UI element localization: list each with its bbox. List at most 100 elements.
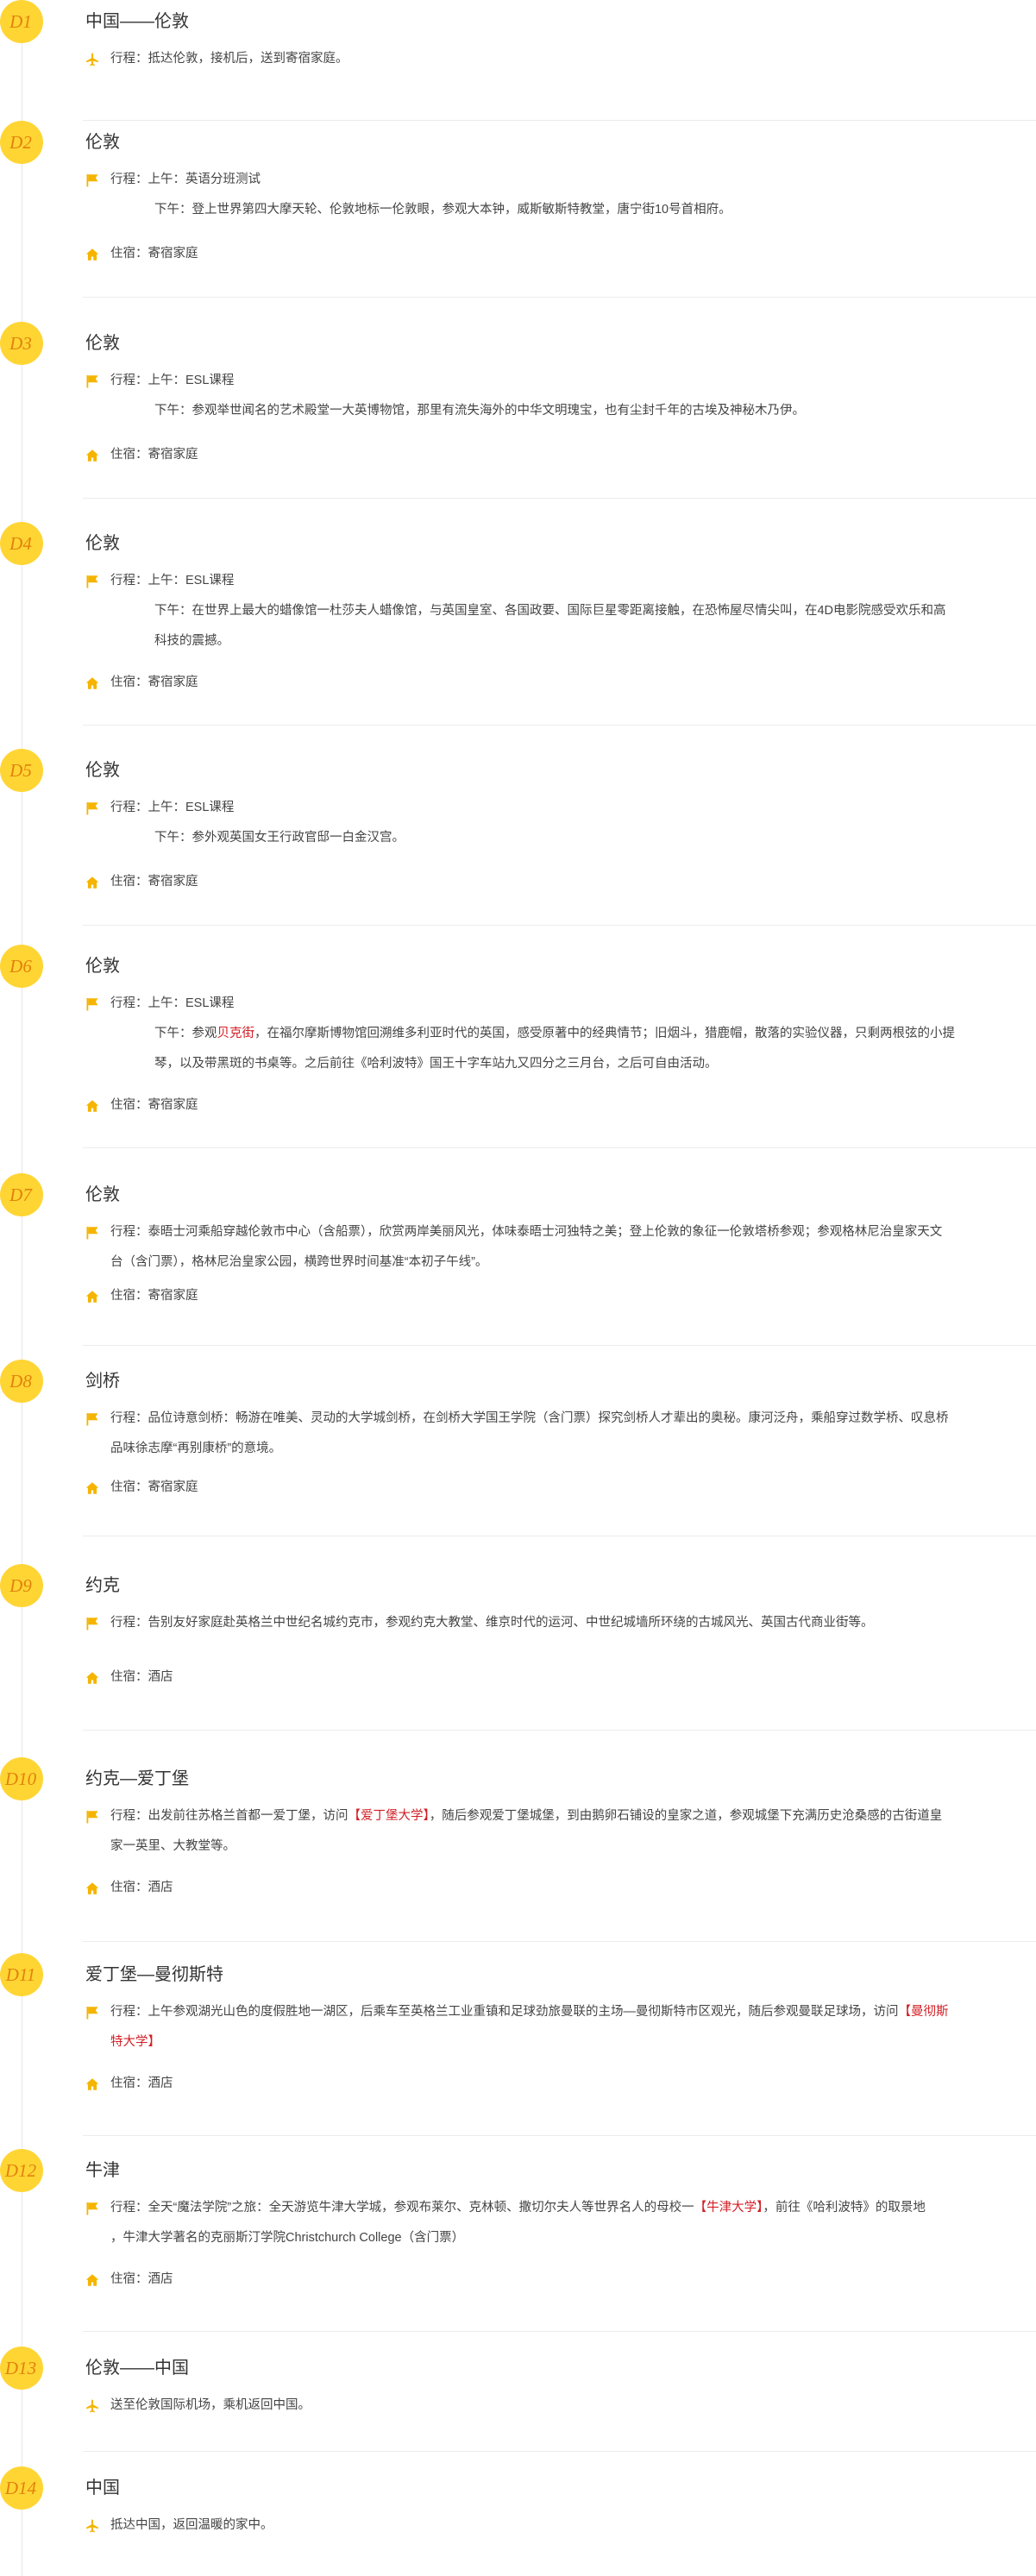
stay-row: 住宿：酒店 <box>85 1873 1036 1903</box>
itinerary-row: 行程：上午：ESL课程下午：参外观英国女王行政官邸一白金汉宫。 <box>85 793 1036 853</box>
house-icon <box>85 1473 101 1503</box>
itinerary-row: 行程：上午：ESL课程下午：参观贝克街，在福尔摩斯博物馆回溯维多利亚时代的英国，… <box>85 989 1036 1079</box>
itinerary-row: 行程：泰晤士河乘船穿越伦敦市中心（含船票），欣赏两岸美丽风光，体味泰晤士河独特之… <box>85 1217 1036 1278</box>
stay-row: 住宿：寄宿家庭 <box>85 867 1036 897</box>
itinerary-text: 行程：抵达伦敦，接机后，送到寄宿家庭。 <box>110 52 348 66</box>
itinerary-afternoon-cont: 科技的震撼。 <box>154 634 229 648</box>
day-badge: D6 <box>0 945 43 988</box>
itinerary-text: 行程：上午：ESL课程 <box>110 374 235 387</box>
plane-icon <box>85 2510 101 2541</box>
day-card: D11 爱丁堡—曼彻斯特 行程：上午参观湖光山色的度假胜地一湖区，后乘车至英格兰… <box>0 1953 1036 2136</box>
itinerary-row: 行程：上午：ESL课程下午：在世界上最大的蜡像馆一杜莎夫人蜡像馆，与英国皇室、各… <box>85 566 1036 657</box>
day-title: 伦敦 <box>85 957 120 976</box>
day-divider <box>83 297 1036 298</box>
day-title: 剑桥 <box>85 1372 120 1391</box>
highlight-link-oxford-university[interactable]: 【牛津大学】 <box>694 2201 763 2215</box>
highlight-link-edinburgh-university[interactable]: 【爱丁堡大学】 <box>348 1809 430 1823</box>
day-title: 伦敦——中国 <box>85 2359 189 2378</box>
itinerary-text: 行程：上午参观湖光山色的度假胜地一湖区，后乘车至英格兰工业重镇和足球劲旅曼联的主… <box>110 2005 949 2019</box>
itinerary-row: 行程：全天“魔法学院”之旅：全天游览牛津大学城，参观布莱尔、克林顿、撒切尔夫人等… <box>85 2193 1036 2253</box>
day-badge: D1 <box>0 0 43 43</box>
day-badge: D7 <box>0 1173 43 1216</box>
day-badge: D11 <box>0 1953 43 1996</box>
highlight-link-manchester-university-cont[interactable]: 特大学】 <box>110 2035 160 2049</box>
house-icon <box>85 668 101 698</box>
house-icon <box>85 440 101 470</box>
itinerary-text-cont: 特大学】 <box>110 2027 1034 2058</box>
itinerary-afternoon: 下午：参观举世闻名的艺术殿堂一大英博物馆，那里有流失海外的中华文明瑰宝，也有尘封… <box>154 404 805 418</box>
day-badge: D12 <box>0 2149 43 2192</box>
itinerary-row: 行程：告别友好家庭赴英格兰中世纪名城约克市，参观约克大教堂、维京时代的运河、中世… <box>85 1608 1036 1638</box>
day-title: 伦敦 <box>85 1185 120 1204</box>
house-icon <box>85 1873 101 1903</box>
day-card: D13 伦敦——中国 送至伦敦国际机场，乘机返回中国。 <box>0 2347 1036 2452</box>
flag-icon <box>85 1997 101 2027</box>
itinerary-text: 行程：告别友好家庭赴英格兰中世纪名城约克市，参观约克大教堂、维京时代的运河、中世… <box>110 1616 874 1630</box>
highlight-link-manchester-university[interactable]: 【曼彻斯 <box>898 2005 949 2019</box>
stay-text: 住宿：酒店 <box>110 1670 173 1684</box>
flag-icon <box>85 793 101 823</box>
day-divider <box>83 2451 1036 2452</box>
stay-row: 住宿：酒店 <box>85 2265 1036 2295</box>
day-card: D5 伦敦 行程：上午：ESL课程下午：参外观英国女王行政官邸一白金汉宫。 住宿… <box>0 749 1036 926</box>
stay-row: 住宿：酒店 <box>85 2069 1036 2099</box>
itinerary-row: 行程：上午参观湖光山色的度假胜地一湖区，后乘车至英格兰工业重镇和足球劲旅曼联的主… <box>85 1997 1036 2058</box>
day-title: 伦敦 <box>85 133 120 152</box>
itinerary-afternoon: 下午：在世界上最大的蜡像馆一杜莎夫人蜡像馆，与英国皇室、各国政要、国际巨星零距离… <box>154 604 946 618</box>
day-divider <box>83 1345 1036 1346</box>
itinerary-text-cont: 台（含门票），格林尼治皇家公园，横跨世界时间基准“本初子午线”。 <box>110 1255 488 1269</box>
stay-row: 住宿：酒店 <box>85 1662 1036 1693</box>
itinerary-row: 行程：上午：ESL课程下午：参观举世闻名的艺术殿堂一大英博物馆，那里有流失海外的… <box>85 366 1036 426</box>
stay-text: 住宿：寄宿家庭 <box>110 1480 198 1494</box>
house-icon <box>85 239 101 269</box>
itinerary-row: 行程：上午：英语分班测试下午：登上世界第四大摩天轮、伦敦地标一伦敦眼，参观大本钟… <box>85 165 1036 225</box>
stay-row: 住宿：寄宿家庭 <box>85 668 1036 698</box>
day-card: D10 约克—爱丁堡 行程：出发前往苏格兰首都一爱丁堡，访问【爱丁堡大学】，随后… <box>0 1757 1036 1942</box>
stay-row: 住宿：寄宿家庭 <box>85 239 1036 269</box>
itinerary-text: 行程：全天“魔法学院”之旅：全天游览牛津大学城，参观布莱尔、克林顿、撒切尔夫人等… <box>110 2201 926 2215</box>
itinerary-row: 抵达中国，返回温暖的家中。 <box>85 2510 1036 2541</box>
itinerary-text: 行程：品位诗意剑桥：畅游在唯美、灵动的大学城剑桥，在剑桥大学国王学院（含门票）探… <box>110 1411 949 1425</box>
itinerary-row: 送至伦敦国际机场，乘机返回中国。 <box>85 2391 1036 2421</box>
itinerary-text-cont: 品味徐志摩“再别康桥”的意境。 <box>110 1442 282 1455</box>
day-divider <box>83 498 1036 499</box>
day-card: D4 伦敦 行程：上午：ESL课程下午：在世界上最大的蜡像馆一杜莎夫人蜡像馆，与… <box>0 522 1036 726</box>
flag-icon <box>85 1608 101 1638</box>
itinerary-row: 行程：品位诗意剑桥：畅游在唯美、灵动的大学城剑桥，在剑桥大学国王学院（含门票）探… <box>85 1404 1036 1464</box>
day-divider <box>83 120 1036 121</box>
itinerary-afternoon: 下午：参外观英国女王行政官邸一白金汉宫。 <box>154 831 405 845</box>
stay-row: 住宿：寄宿家庭 <box>85 1473 1036 1503</box>
itinerary-text-cont: ，牛津大学著名的克丽斯汀学院Christchurch College（含门票） <box>110 2231 465 2245</box>
flag-icon <box>85 1801 101 1831</box>
house-icon <box>85 1662 101 1693</box>
stay-text: 住宿：寄宿家庭 <box>110 875 198 889</box>
day-card: D14 中国 抵达中国，返回温暖的家中。 <box>0 2466 1036 2570</box>
itinerary-text: 行程：泰晤士河乘船穿越伦敦市中心（含船票），欣赏两岸美丽风光，体味泰晤士河独特之… <box>110 1225 943 1239</box>
itinerary-text: 行程：出发前往苏格兰首都一爱丁堡，访问【爱丁堡大学】，随后参观爱丁堡城堡，到由鹅… <box>110 1809 943 1823</box>
day-divider <box>83 925 1036 926</box>
day-title: 中国——伦敦 <box>85 12 189 31</box>
day-divider <box>83 1147 1036 1148</box>
flag-icon <box>85 1217 101 1247</box>
day-badge: D5 <box>0 749 43 792</box>
day-title: 伦敦 <box>85 761 120 780</box>
stay-row: 住宿：寄宿家庭 <box>85 1090 1036 1121</box>
day-title: 伦敦 <box>85 334 120 353</box>
day-divider <box>83 725 1036 726</box>
stay-text: 住宿：寄宿家庭 <box>110 448 198 462</box>
day-divider <box>83 1941 1036 1942</box>
house-icon <box>85 867 101 897</box>
day-badge: D14 <box>0 2466 43 2510</box>
day-badge: D13 <box>0 2347 43 2390</box>
day-card: D2 伦敦 行程：上午：英语分班测试下午：登上世界第四大摩天轮、伦敦地标一伦敦眼… <box>0 121 1036 298</box>
itinerary-afternoon-cont: 琴，以及带黑斑的书桌等。之后前往《哈利波特》国王十字车站九又四分之三月台，之后可… <box>154 1057 718 1071</box>
day-card: D9 约克 行程：告别友好家庭赴英格兰中世纪名城约克市，参观约克大教堂、维京时代… <box>0 1564 1036 1731</box>
day-badge: D9 <box>0 1564 43 1607</box>
itinerary-row: 行程：抵达伦敦，接机后，送到寄宿家庭。 <box>85 44 1036 74</box>
itinerary-text: 抵达中国，返回温暖的家中。 <box>110 2518 273 2532</box>
day-badge: D4 <box>0 522 43 565</box>
day-card: D1 中国——伦敦 行程：抵达伦敦，接机后，送到寄宿家庭。 <box>0 0 1036 121</box>
flag-icon <box>85 2193 101 2223</box>
day-card: D12 牛津 行程：全天“魔法学院”之旅：全天游览牛津大学城，参观布莱尔、克林顿… <box>0 2149 1036 2332</box>
flag-icon <box>85 165 101 195</box>
